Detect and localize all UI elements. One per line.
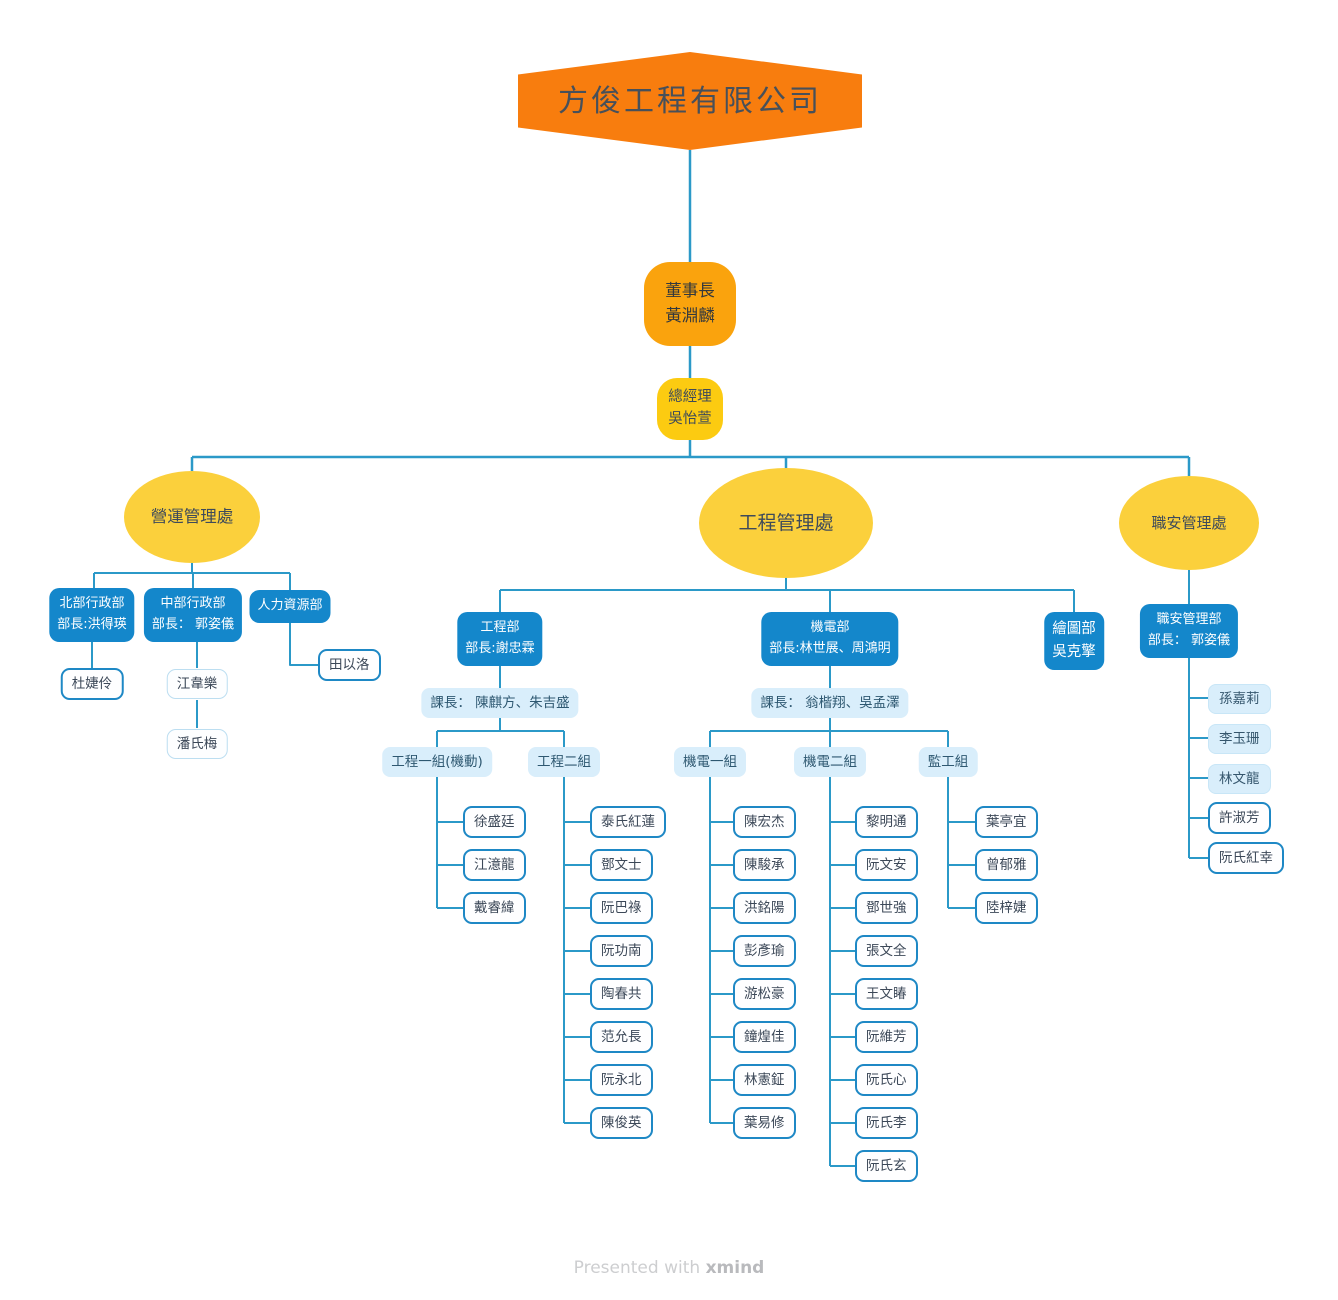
member-leaf[interactable]: 陸梓婕 xyxy=(975,892,1038,925)
operations-connectors xyxy=(91,563,318,728)
engineering-bus-connectors xyxy=(499,578,1075,612)
member-leaf[interactable]: 戴睿緯 xyxy=(463,892,526,925)
chiefs-group-connectors xyxy=(436,662,949,747)
safety-member-connectors xyxy=(1188,570,1208,859)
member-leaf[interactable]: 阮氏李 xyxy=(855,1107,918,1140)
member-leaf[interactable]: 王文睶 xyxy=(855,978,918,1011)
chiefs-label-mech[interactable]: 課長： 翁楷翔、吳孟澤 xyxy=(751,688,909,719)
footer-presented-text: Presented with xyxy=(573,1258,706,1278)
member-leaf[interactable]: 許淑芳 xyxy=(1208,802,1271,835)
supervision-member-connectors xyxy=(947,775,975,909)
chiefs-label-engineering[interactable]: 課長： 陳麒方、朱吉盛 xyxy=(421,688,579,719)
member-leaf[interactable]: 林文龍 xyxy=(1208,764,1271,795)
member-leaf[interactable]: 鄧世強 xyxy=(855,892,918,925)
mech2-member-connectors xyxy=(829,775,855,1167)
member-leaf[interactable]: 彭彥瑜 xyxy=(733,935,796,968)
division-ellipse-safety[interactable]: 職安管理處 xyxy=(1119,476,1259,570)
member-leaf[interactable]: 江韋樂 xyxy=(166,669,228,700)
member-leaf[interactable]: 泰氏紅蓮 xyxy=(590,806,666,839)
member-leaf[interactable]: 李玉珊 xyxy=(1208,724,1271,755)
footer-credit: Presented with xmind xyxy=(574,1258,765,1278)
dept-box-safety-admin[interactable]: 職安管理部 部長： 郭姿儀 xyxy=(1139,604,1239,658)
member-leaf[interactable]: 林憲鉦 xyxy=(733,1064,796,1097)
member-leaf[interactable]: 阮功南 xyxy=(590,935,653,968)
group-label-mech2[interactable]: 機電二組 xyxy=(794,747,866,778)
member-leaf[interactable]: 阮巴祿 xyxy=(590,892,653,925)
member-leaf[interactable]: 陶春共 xyxy=(590,978,653,1011)
group-label-eng2[interactable]: 工程二組 xyxy=(528,747,600,778)
member-leaf[interactable]: 葉亭宜 xyxy=(975,806,1038,839)
trunk-connector xyxy=(190,150,1191,476)
mech1-member-connectors xyxy=(709,775,733,1124)
division-ellipse-operations[interactable]: 營運管理處 xyxy=(124,471,260,563)
dept-box-mechanical-electrical[interactable]: 機電部 部長:林世展、周鴻明 xyxy=(761,612,899,666)
group1-member-connectors xyxy=(436,775,463,909)
member-leaf[interactable]: 阮文安 xyxy=(855,849,918,882)
dept-box-drawing[interactable]: 繪圖部 吳克擎 xyxy=(1044,612,1104,671)
division-ellipse-engineering[interactable]: 工程管理處 xyxy=(699,468,873,578)
member-leaf[interactable]: 陳駿承 xyxy=(733,849,796,882)
member-leaf[interactable]: 江澺龍 xyxy=(463,849,526,882)
general-manager-node[interactable]: 總經理 吳怡萱 xyxy=(657,378,723,440)
member-leaf[interactable]: 黎明通 xyxy=(855,806,918,839)
group-label-mech1[interactable]: 機電一組 xyxy=(674,747,746,778)
member-leaf[interactable]: 阮永北 xyxy=(590,1064,653,1097)
dept-box-engineering[interactable]: 工程部 部長:謝忠霖 xyxy=(457,612,543,666)
group2-member-connectors xyxy=(563,775,590,1124)
member-leaf[interactable]: 阮氏紅幸 xyxy=(1208,842,1284,875)
member-leaf[interactable]: 孫嘉莉 xyxy=(1208,684,1271,715)
member-leaf[interactable]: 杜婕伶 xyxy=(60,668,124,701)
member-leaf[interactable]: 張文全 xyxy=(855,935,918,968)
company-root-node[interactable]: 方俊工程有限公司 xyxy=(518,52,862,150)
dept-box-north-admin[interactable]: 北部行政部 部長:洪得瑛 xyxy=(49,588,135,642)
member-leaf[interactable]: 鐘煌佳 xyxy=(733,1021,796,1054)
member-leaf[interactable]: 洪銘陽 xyxy=(733,892,796,925)
member-leaf[interactable]: 游松豪 xyxy=(733,978,796,1011)
member-leaf[interactable]: 阮氏心 xyxy=(855,1064,918,1097)
member-leaf[interactable]: 田以洛 xyxy=(318,649,381,682)
member-leaf[interactable]: 阮氏玄 xyxy=(855,1150,918,1183)
chairman-node[interactable]: 董事長 黃淵麟 xyxy=(644,262,736,346)
member-leaf[interactable]: 葉易修 xyxy=(733,1107,796,1140)
member-leaf[interactable]: 潘氏梅 xyxy=(166,729,228,760)
dept-box-hr[interactable]: 人力資源部 xyxy=(249,590,331,623)
member-leaf[interactable]: 陳宏杰 xyxy=(733,806,796,839)
dept-box-central-admin[interactable]: 中部行政部 部長： 郭姿儀 xyxy=(143,588,243,642)
member-leaf[interactable]: 阮維芳 xyxy=(855,1021,918,1054)
member-leaf[interactable]: 曾郁雅 xyxy=(975,849,1038,882)
member-leaf[interactable]: 范允長 xyxy=(590,1021,653,1054)
member-leaf[interactable]: 陳俊英 xyxy=(590,1107,653,1140)
group-label-supervision[interactable]: 監工組 xyxy=(918,747,978,778)
member-leaf[interactable]: 徐盛廷 xyxy=(463,806,526,839)
footer-brand: xmind xyxy=(705,1258,765,1278)
group-label-eng1[interactable]: 工程一組(機動) xyxy=(382,747,492,778)
member-leaf[interactable]: 鄧文士 xyxy=(590,849,653,882)
